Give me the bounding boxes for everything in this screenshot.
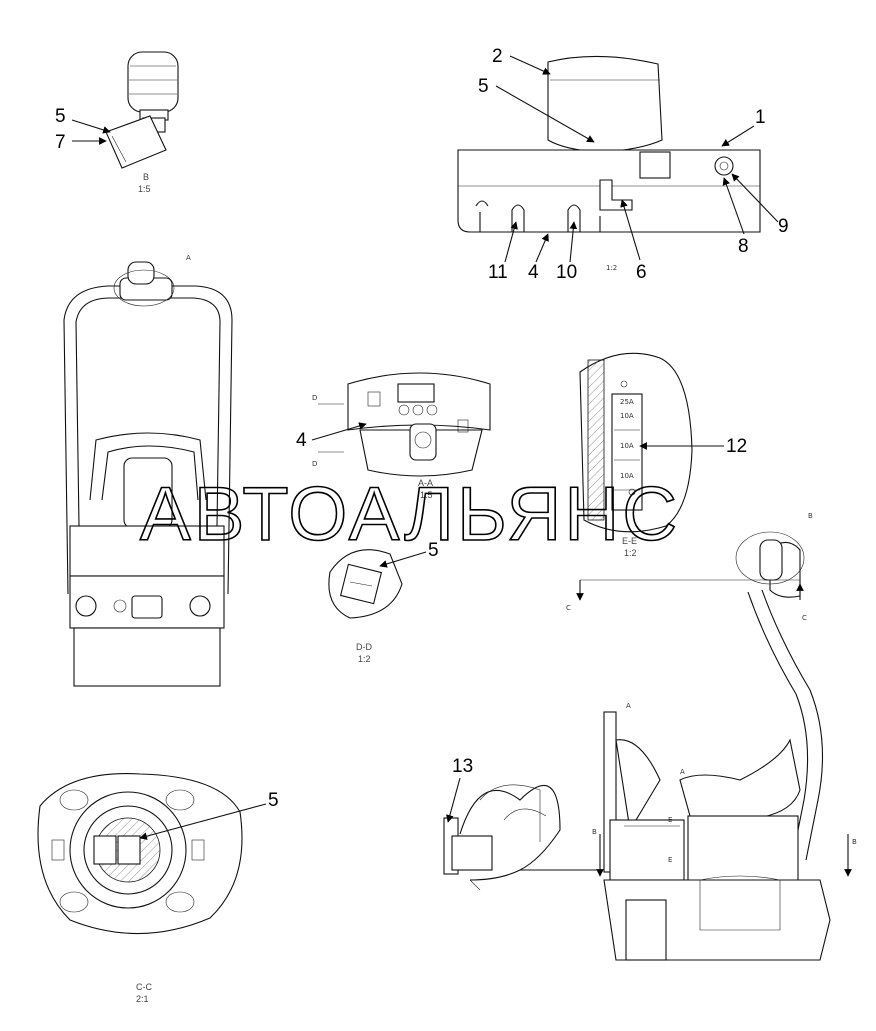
callout-4-dd: 5 (379, 540, 439, 568)
callout-8: 8 (722, 177, 749, 257)
svg-text:E: E (668, 816, 672, 824)
view-ee-fuse-panel: 25A 10A 10A 10A E-E 1:2 (579, 352, 693, 558)
view-dd-switch: D-D 1:2 (328, 549, 403, 664)
svg-text:8: 8 (738, 236, 749, 257)
svg-text:5: 5 (268, 790, 279, 811)
svg-text:7: 7 (55, 132, 66, 153)
svg-text:1:2: 1:2 (358, 654, 371, 664)
svg-text:E-E: E-E (622, 536, 637, 546)
svg-text:D: D (312, 460, 317, 468)
view-cc-beacon-base: C-C 2:1 (37, 773, 243, 1004)
svg-text:E: E (668, 856, 672, 864)
svg-text:10A: 10A (620, 412, 634, 420)
svg-text:C-C: C-C (136, 982, 152, 992)
svg-text:1:5: 1:5 (138, 184, 151, 194)
callout-1: 1 (721, 107, 766, 147)
wiring-harness (443, 784, 600, 891)
svg-text:B: B (143, 172, 149, 182)
callout-2: 2 (492, 46, 551, 75)
svg-text:12: 12 (726, 436, 747, 457)
svg-text:B: B (808, 512, 813, 520)
svg-text:1:2: 1:2 (624, 548, 637, 558)
callout-3: 4 (528, 233, 549, 283)
svg-text:13: 13 (452, 756, 473, 777)
callout-13: 13 (446, 756, 473, 823)
svg-text:B: B (852, 838, 857, 846)
svg-text:25A: 25A (620, 398, 634, 406)
svg-text:D: D (312, 394, 317, 402)
svg-text:2: 2 (492, 46, 503, 67)
callout-5-mount: 5 (478, 76, 595, 143)
svg-text:10: 10 (556, 262, 577, 283)
svg-text:1:5: 1:5 (420, 490, 433, 500)
callout-5-cc: 5 (139, 790, 279, 840)
svg-text:C: C (802, 614, 807, 622)
svg-text:1: 1 (755, 107, 766, 128)
svg-text:A: A (680, 768, 685, 776)
svg-text:A: A (186, 254, 191, 262)
svg-text:D-D: D-D (356, 642, 372, 652)
svg-text:11: 11 (488, 262, 508, 283)
callout-5-view-b: 5 (55, 106, 111, 134)
svg-text:1:2: 1:2 (606, 264, 617, 272)
svg-text:5: 5 (428, 540, 439, 561)
side-view-machine: C C B A A B B E E (566, 512, 857, 961)
view-aa-dashboard: A-A 1:5 D D (312, 372, 491, 500)
svg-text:2:1: 2:1 (136, 994, 149, 1004)
callout-6: 6 (620, 199, 647, 283)
callout-9: 9 (731, 173, 789, 237)
svg-text:C: C (566, 604, 571, 612)
watermark-text: АВТОАЛЬЯНС (140, 472, 680, 557)
front-view-rops: A (63, 254, 233, 687)
svg-text:10A: 10A (620, 442, 634, 450)
svg-text:A: A (626, 702, 631, 710)
callout-7: 7 (55, 132, 107, 153)
callout-11: 11 (488, 221, 518, 283)
svg-text:9: 9 (778, 216, 789, 237)
callout-10: 10 (556, 221, 578, 283)
svg-text:A-A: A-A (418, 478, 433, 488)
svg-text:4: 4 (296, 430, 307, 451)
svg-text:6: 6 (636, 262, 647, 283)
svg-text:5: 5 (55, 106, 66, 127)
svg-text:4: 4 (528, 262, 539, 283)
svg-text:B: B (592, 828, 597, 836)
svg-text:5: 5 (478, 76, 489, 97)
callout-12: 12 (639, 436, 747, 457)
view-b-beacon: B 1:5 (105, 51, 179, 194)
beacon-mount-detail: 1:2 (457, 55, 761, 272)
callout-4-dashboard: 4 (296, 422, 367, 451)
svg-text:10A: 10A (620, 472, 634, 480)
